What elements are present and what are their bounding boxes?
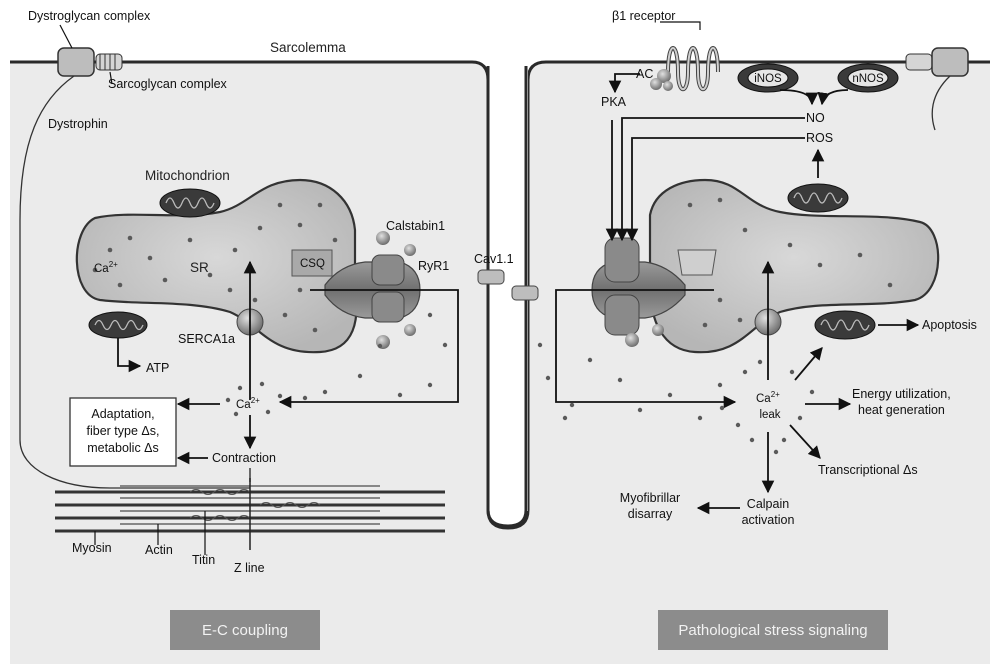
panel-title-right: Pathological stress signaling: [678, 622, 867, 639]
label-mitochondrion: Mitochondrion: [145, 168, 230, 183]
label-ryr1: RyR1: [418, 259, 449, 273]
label-calstabin: Calstabin1: [386, 219, 445, 233]
cav-channel-right: [512, 286, 538, 300]
label-titin: Titin: [192, 553, 215, 567]
label-contraction: Contraction: [212, 451, 276, 465]
label-transcriptional: Transcriptional Δs: [818, 463, 918, 477]
label-inos: iNOS: [754, 73, 782, 85]
cav-channel-left: [478, 270, 504, 284]
label-actin: Actin: [145, 543, 173, 557]
csq-box-right: [678, 250, 716, 275]
label-no: NO: [806, 111, 825, 125]
label-myofibrillar-1: Myofibrillar: [620, 491, 680, 505]
label-sarcoglycan: Sarcoglycan complex: [108, 77, 228, 91]
mitochondrion-right-top: [788, 184, 848, 212]
panel-title-left: E-C coupling: [202, 622, 288, 639]
label-energy-1: Energy utilization,: [852, 387, 951, 401]
label-atp: ATP: [146, 361, 169, 375]
label-sarcolemma: Sarcolemma: [270, 40, 346, 55]
label-dystrophin: Dystrophin: [48, 117, 108, 131]
label-energy-2: heat generation: [858, 403, 945, 417]
label-leak: leak: [759, 409, 780, 421]
label-adaptation-1: Adaptation,: [91, 407, 154, 421]
label-calpain-2: activation: [742, 513, 795, 527]
label-ros: ROS: [806, 131, 833, 145]
label-cav: Cav1.1: [474, 252, 514, 266]
label-csq: CSQ: [300, 258, 325, 270]
mitochondrion-right-lower: [815, 311, 875, 339]
label-zline: Z line: [234, 561, 265, 575]
label-myosin: Myosin: [72, 541, 112, 555]
mitochondrion-top-left: [160, 189, 220, 217]
label-myofibrillar-2: disarray: [628, 507, 673, 521]
label-adaptation-3: metabolic Δs: [87, 441, 159, 455]
label-calpain-1: Calpain: [747, 497, 789, 511]
label-ac: AC: [636, 67, 653, 81]
label-beta-receptor: β1 receptor: [612, 9, 675, 23]
label-adaptation-2: fiber type Δs,: [87, 424, 160, 438]
mitochondrion-left-lower: [89, 312, 147, 338]
label-sr: SR: [190, 260, 209, 275]
label-nnos: nNOS: [852, 73, 884, 85]
label-serca: SERCA1a: [178, 332, 235, 346]
label-apoptosis: Apoptosis: [922, 318, 977, 332]
label-pka: PKA: [601, 95, 627, 109]
label-dystroglycan: Dystroglycan complex: [28, 9, 151, 23]
